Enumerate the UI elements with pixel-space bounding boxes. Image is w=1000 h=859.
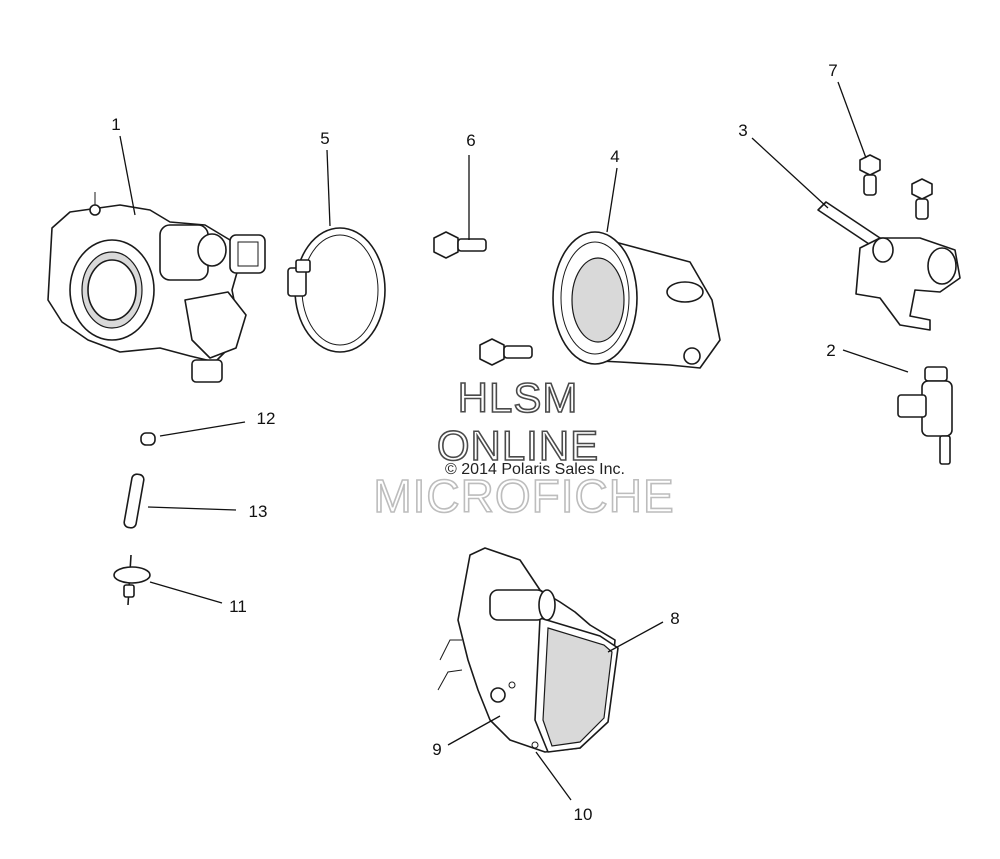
callout-12: 12 xyxy=(257,409,276,428)
pin-part xyxy=(123,473,145,529)
small-bolt-part-left xyxy=(859,154,881,196)
small-bolt-part-right xyxy=(911,178,933,220)
leader-line-10 xyxy=(535,751,572,801)
callout-labels: 1 5 6 4 3 7 2 12 13 11 8 9 10 xyxy=(111,61,837,824)
watermark-line1: HLSM xyxy=(458,374,579,421)
hose-clamp-part xyxy=(287,227,386,353)
copyright-text: © 2014 Polaris Sales Inc. xyxy=(445,461,625,478)
leader-line-5 xyxy=(326,149,331,227)
callout-11: 11 xyxy=(229,597,247,616)
callout-4: 4 xyxy=(610,147,619,166)
bolt-part-upper xyxy=(433,231,487,259)
leader-line-7 xyxy=(837,81,867,159)
leader-line-8 xyxy=(607,621,664,653)
callout-6: 6 xyxy=(466,131,475,150)
leader-line-12 xyxy=(159,421,246,437)
leader-lines xyxy=(119,81,909,801)
bolt-part-lower xyxy=(479,338,533,366)
leader-line-4 xyxy=(606,167,618,233)
callout-3: 3 xyxy=(738,121,747,140)
watermark: HLSM ONLINE © 2014 Polaris Sales Inc. MI… xyxy=(373,373,675,523)
cap-part xyxy=(140,432,156,446)
leader-line-2 xyxy=(842,349,909,373)
callout-10: 10 xyxy=(574,805,593,824)
callout-7: 7 xyxy=(828,61,837,80)
callout-2: 2 xyxy=(826,341,835,360)
watermark-line2: ONLINE xyxy=(437,422,599,469)
intake-adapter-part xyxy=(552,231,721,369)
throttle-body-part xyxy=(47,192,266,383)
callout-5: 5 xyxy=(320,129,329,148)
screw-washer-part xyxy=(113,554,151,606)
leader-line-3 xyxy=(751,137,829,209)
fuel-rail-part xyxy=(817,201,961,331)
watermark-line3: MICROFICHE xyxy=(373,470,674,522)
fuel-injector-part xyxy=(897,366,953,465)
leader-line-11 xyxy=(149,581,223,604)
cover-part xyxy=(437,547,619,753)
callout-1: 1 xyxy=(111,115,120,134)
leader-line-13 xyxy=(147,506,237,511)
callout-8: 8 xyxy=(670,609,679,628)
callout-9: 9 xyxy=(432,740,441,759)
leader-line-1 xyxy=(119,135,136,216)
callout-13: 13 xyxy=(249,502,268,521)
leader-line-9 xyxy=(447,715,501,746)
